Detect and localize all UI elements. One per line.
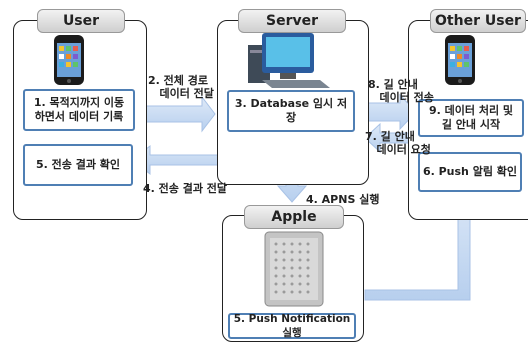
arrow-label-4-result: 4. 전송 결과 전달	[143, 182, 228, 195]
step-1-record-data: 1. 목적지까지 이동 하면서 데이터 기록	[23, 89, 135, 131]
step-6-push-confirm: 6. Push 알림 확인	[418, 152, 522, 192]
arrow-label-8: 8. 길 안내 데이터 전송	[368, 78, 434, 104]
arrow-label-4-apns: 4. APNS 실행	[306, 193, 380, 206]
other-user-panel-title: Other User	[430, 9, 526, 33]
arrow-2-user-to-server	[144, 95, 216, 133]
step-3-database-store: 3. Database 임시 저장	[227, 90, 355, 132]
user-panel-title: User	[37, 9, 125, 33]
step-5-push-notification: 5. Push Notification 실행	[228, 313, 356, 339]
arrow-label-2: 2. 전체 경로 데이터 전달	[148, 74, 214, 100]
step-9-process-data: 9. 데이터 처리 및 길 안내 시작	[418, 99, 524, 137]
arrow-label-7: 7. 길 안내 데이터 요청	[365, 130, 431, 156]
server-panel-title: Server	[238, 9, 346, 33]
step-5-check-result-user: 5. 전송 결과 확인	[23, 144, 133, 186]
